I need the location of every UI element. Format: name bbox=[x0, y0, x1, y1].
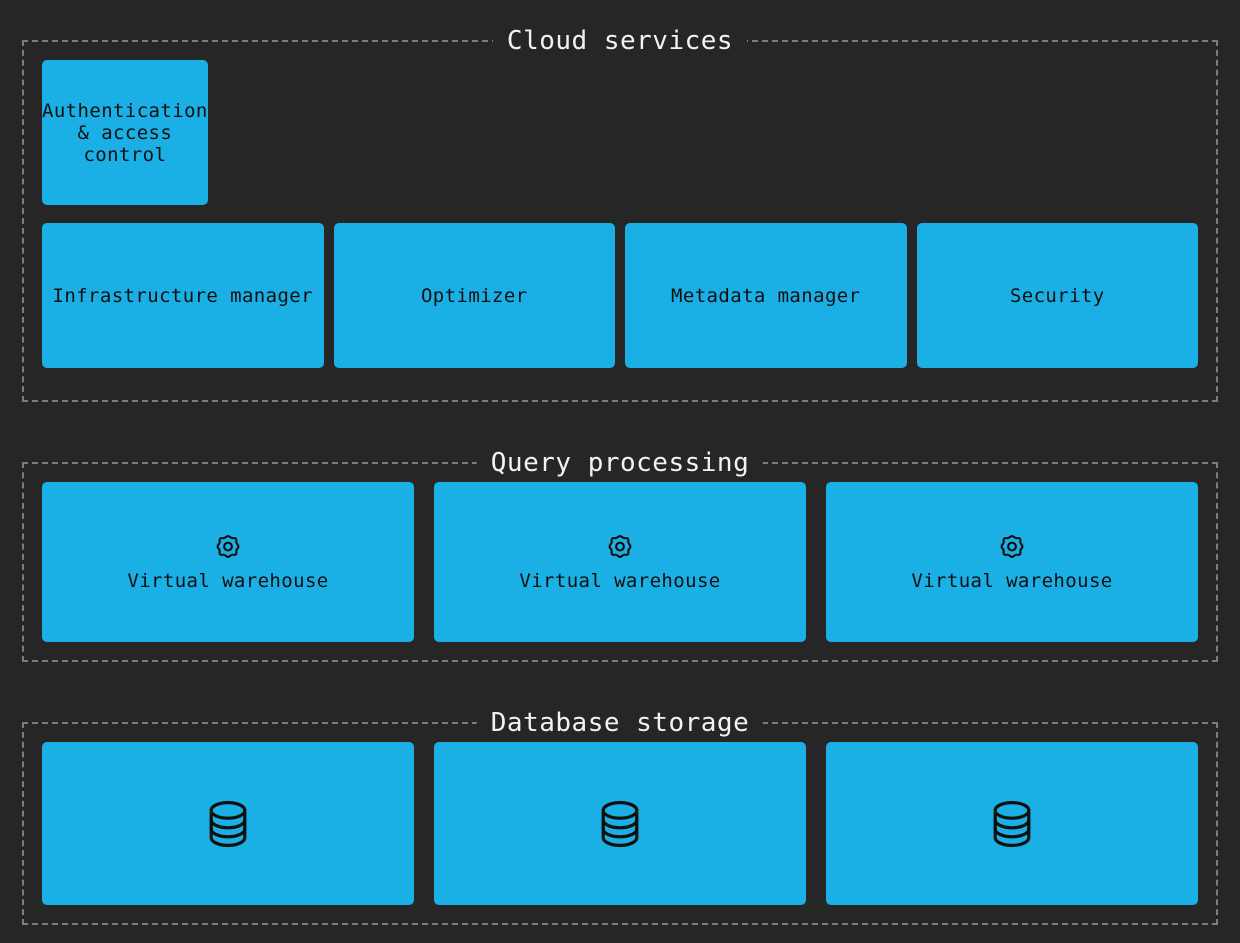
database-icon bbox=[596, 798, 644, 850]
node-label: Infrastructure manager bbox=[52, 284, 313, 307]
node-database-3[interactable] bbox=[826, 742, 1198, 905]
node-label: Security bbox=[1009, 284, 1105, 307]
node-virtual-warehouse-3[interactable]: Virtual warehouse bbox=[826, 482, 1198, 642]
cloud-services-banner-row: Authentication & access control bbox=[42, 60, 1198, 205]
section-body-database-storage bbox=[42, 742, 1198, 905]
gear-icon bbox=[997, 532, 1027, 562]
database-storage-items-row bbox=[42, 742, 1198, 905]
node-infrastructure-manager[interactable]: Infrastructure manager bbox=[42, 223, 324, 368]
section-body-query-processing: Virtual warehouse Virtual warehouse bbox=[42, 482, 1198, 642]
node-security[interactable]: Security bbox=[916, 223, 1198, 368]
section-title-database-storage: Database storage bbox=[476, 708, 764, 738]
node-database-1[interactable] bbox=[42, 742, 414, 905]
section-cloud-services: Cloud services Authentication & access c… bbox=[22, 26, 1218, 402]
database-icon bbox=[204, 798, 252, 850]
node-metadata-manager[interactable]: Metadata manager bbox=[625, 223, 907, 368]
gear-icon bbox=[213, 532, 243, 562]
node-label: Metadata manager bbox=[671, 284, 861, 307]
section-title-query-processing: Query processing bbox=[476, 448, 764, 478]
gear-icon bbox=[605, 532, 635, 562]
cloud-services-items-row: Infrastructure manager Optimizer Metadat… bbox=[42, 223, 1198, 368]
node-label: Authentication & access control bbox=[42, 99, 208, 166]
node-virtual-warehouse-1[interactable]: Virtual warehouse bbox=[42, 482, 414, 642]
node-label: Optimizer bbox=[420, 284, 528, 307]
database-icon bbox=[988, 798, 1036, 850]
node-virtual-warehouse-2[interactable]: Virtual warehouse bbox=[434, 482, 806, 642]
node-database-2[interactable] bbox=[434, 742, 806, 905]
section-title-cloud-services: Cloud services bbox=[492, 26, 748, 56]
section-body-cloud-services: Authentication & access control Infrastr… bbox=[42, 60, 1198, 382]
node-authentication-access-control[interactable]: Authentication & access control bbox=[42, 60, 208, 205]
section-query-processing: Query processing Virtual warehouse bbox=[22, 448, 1218, 662]
section-database-storage: Database storage bbox=[22, 708, 1218, 925]
node-label: Virtual warehouse bbox=[127, 570, 329, 592]
node-label: Virtual warehouse bbox=[911, 570, 1113, 592]
node-label: Virtual warehouse bbox=[519, 570, 721, 592]
node-optimizer[interactable]: Optimizer bbox=[333, 223, 615, 368]
query-processing-items-row: Virtual warehouse Virtual warehouse bbox=[42, 482, 1198, 642]
